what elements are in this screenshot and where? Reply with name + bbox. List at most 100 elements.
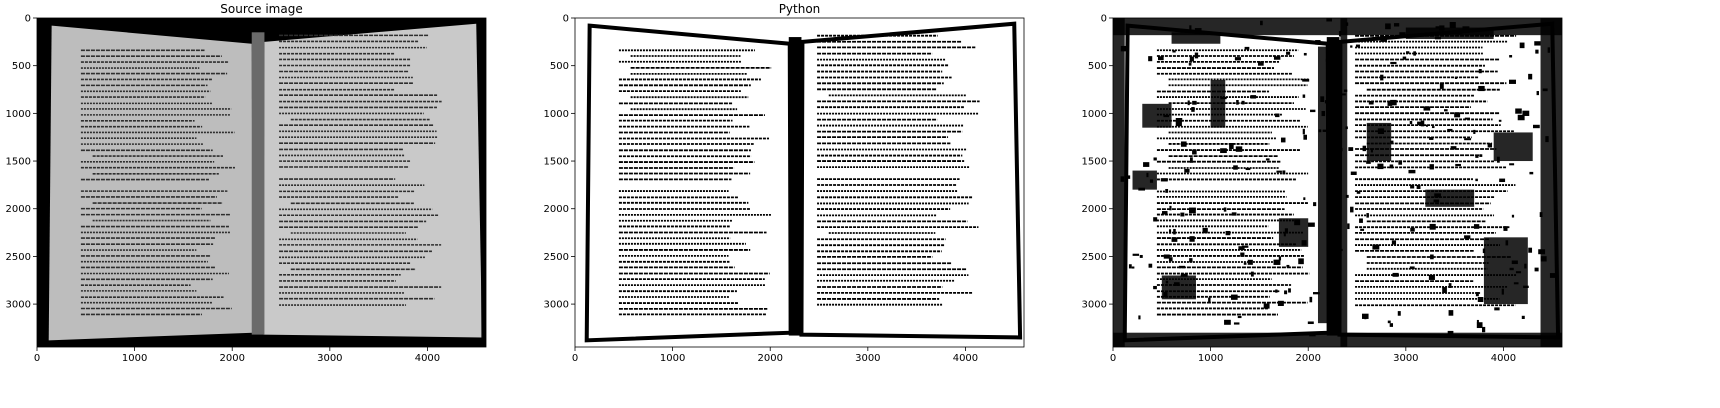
noise-speck	[1511, 214, 1515, 218]
noise-speck	[1244, 46, 1250, 50]
noise-speck	[1475, 154, 1479, 158]
noise-speck	[1169, 205, 1172, 211]
artifact-block	[1425, 189, 1475, 207]
noise-speck	[1286, 264, 1290, 268]
noise-speck	[1339, 93, 1346, 96]
noise-speck	[1229, 143, 1234, 149]
y-tick-label: 0	[25, 14, 31, 25]
noise-speck	[1336, 248, 1343, 252]
noise-speck	[1237, 315, 1242, 319]
noise-speck	[1519, 42, 1525, 49]
noise-speck	[1434, 193, 1441, 198]
axes-frame	[1112, 17, 1563, 348]
noise-speck	[1473, 129, 1476, 134]
noise-speck	[1225, 230, 1231, 236]
noise-speck	[1498, 119, 1502, 122]
noise-speck	[1238, 246, 1245, 251]
noise-speck	[1260, 20, 1263, 26]
noise-speck	[1545, 136, 1549, 143]
noise-speck	[1139, 254, 1143, 258]
noise-speck	[1387, 101, 1393, 106]
noise-speck	[1188, 63, 1192, 66]
noise-speck	[1153, 217, 1158, 222]
noise-speck	[1534, 267, 1539, 272]
noise-speck	[1273, 56, 1281, 60]
x-tick-label: 0	[34, 353, 40, 364]
noise-speck	[1189, 25, 1192, 31]
noise-speck	[1524, 263, 1527, 269]
noise-speck	[1410, 227, 1415, 232]
noise-speck	[1366, 160, 1371, 164]
noise-speck	[1532, 124, 1540, 129]
artifact-block	[1540, 18, 1562, 347]
noise-speck	[1431, 126, 1435, 129]
noise-speck	[1153, 285, 1157, 290]
noise-speck	[1303, 134, 1307, 140]
noise-speck	[1448, 310, 1454, 316]
noise-speck	[1464, 117, 1470, 120]
noise-speck	[1385, 23, 1391, 30]
artifact-block	[1113, 332, 1562, 347]
noise-speck	[1377, 128, 1385, 134]
noise-speck	[1347, 223, 1350, 230]
noise-speck	[1303, 197, 1306, 201]
noise-speck	[1350, 171, 1357, 175]
noise-speck	[1220, 148, 1227, 154]
noise-speck	[1447, 128, 1453, 132]
y-tick-label: 1000	[1082, 109, 1107, 120]
noise-speck	[1309, 331, 1316, 337]
noise-speck	[1192, 100, 1197, 105]
noise-speck	[1429, 164, 1434, 170]
x-tick-label: 1000	[122, 353, 147, 364]
noise-speck	[1283, 232, 1286, 237]
noise-speck	[1540, 256, 1547, 262]
noise-speck	[1487, 143, 1493, 148]
noise-speck	[1447, 330, 1454, 336]
noise-speck	[1326, 18, 1332, 22]
book-spine	[788, 37, 802, 336]
noise-speck	[1120, 176, 1125, 182]
x-tick-label: 3000	[317, 353, 342, 364]
y-tick-label: 2500	[6, 252, 31, 263]
noise-speck	[1449, 22, 1456, 28]
noise-speck	[1148, 56, 1153, 62]
noise-speck	[1149, 179, 1154, 183]
noise-speck	[1348, 147, 1354, 151]
noise-speck	[1430, 254, 1434, 260]
noise-speck	[1277, 300, 1284, 306]
noise-speck	[1275, 289, 1278, 293]
noise-speck	[1325, 58, 1331, 62]
noise-speck	[1393, 23, 1400, 27]
noise-speck	[1180, 141, 1187, 147]
artifact-block	[1171, 32, 1221, 44]
y-tick-label: 500	[12, 61, 31, 72]
x-tick-label: 0	[572, 353, 578, 364]
artifact-block	[1493, 132, 1533, 162]
noise-speck	[1535, 49, 1539, 54]
noise-speck	[1517, 114, 1525, 121]
noise-speck	[1511, 260, 1518, 265]
noise-speck	[1157, 56, 1164, 61]
noise-speck	[1160, 178, 1168, 182]
noise-speck	[1165, 188, 1169, 193]
noise-speck	[1473, 224, 1480, 229]
artifact-block	[1483, 237, 1528, 305]
x-tick-label: 2000	[1295, 353, 1320, 364]
y-tick-label: 2000	[544, 204, 569, 215]
x-tick-label: 3000	[1393, 353, 1418, 364]
noise-speck	[1343, 89, 1348, 92]
noise-speck	[1163, 254, 1170, 259]
noise-speck	[1389, 164, 1394, 169]
image-content	[37, 18, 486, 347]
noise-speck	[1522, 110, 1530, 116]
noise-speck	[1307, 321, 1314, 325]
noise-speck	[1406, 51, 1410, 54]
noise-speck	[1263, 303, 1270, 309]
noise-speck	[1515, 108, 1522, 114]
noise-speck	[1496, 156, 1500, 163]
noise-speck	[1128, 264, 1132, 269]
noise-speck	[1245, 167, 1251, 171]
noise-speck	[1175, 118, 1183, 123]
noise-speck	[1370, 149, 1373, 153]
